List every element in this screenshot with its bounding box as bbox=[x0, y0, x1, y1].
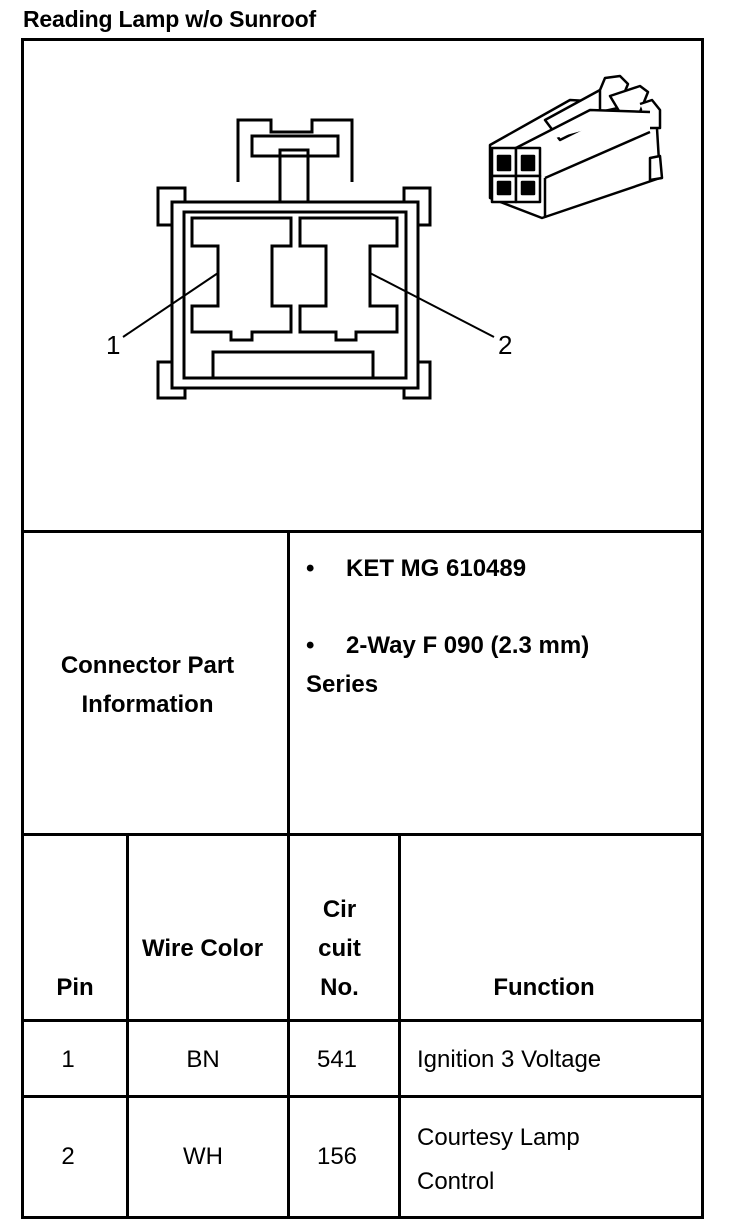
row-2-wire-color: WH bbox=[183, 1143, 223, 1170]
row-1-wire-color: BN bbox=[186, 1046, 220, 1073]
row-1-pin: 1 bbox=[61, 1046, 75, 1073]
row-1-circuit: 541 bbox=[316, 1046, 358, 1073]
connector-face bbox=[156, 118, 432, 400]
connector-frame bbox=[21, 38, 704, 1219]
bullet-2: • bbox=[306, 632, 315, 659]
divider-header bbox=[21, 1019, 704, 1022]
header-function: Function bbox=[493, 974, 595, 1001]
divider-diagram bbox=[21, 530, 704, 533]
pin-2-callout: 2 bbox=[498, 330, 513, 360]
divider-col-2 bbox=[287, 833, 290, 1219]
page-title: Reading Lamp w/o Sunroof bbox=[23, 6, 316, 32]
header-circuit: Cir cuit No. bbox=[318, 896, 361, 1001]
header-pin: Pin bbox=[56, 974, 94, 1001]
row-2-function: Courtesy Lamp Control bbox=[417, 1124, 580, 1195]
pin-1-callout: 1 bbox=[106, 330, 121, 360]
part-number: KET MG 610489 bbox=[346, 555, 527, 582]
divider-col-1 bbox=[126, 833, 129, 1219]
header-wire-color: Wire Color bbox=[141, 935, 264, 962]
connector-series: 2-Way F 090 (2.3 mm) Series bbox=[306, 632, 590, 698]
divider-part-info-col bbox=[287, 530, 290, 836]
row-2-circuit: 156 bbox=[316, 1143, 358, 1170]
row-1-function: Ignition 3 Voltage bbox=[417, 1046, 602, 1073]
divider-col-3 bbox=[398, 833, 401, 1219]
row-2-pin: 2 bbox=[61, 1143, 75, 1170]
divider-row-1 bbox=[21, 1095, 704, 1098]
bullet-1: • bbox=[306, 555, 315, 582]
pin-leaders bbox=[122, 272, 495, 338]
divider-part-info bbox=[21, 833, 704, 836]
part-info-label: Connector Part Information bbox=[60, 652, 235, 718]
connector-3d-view bbox=[488, 74, 664, 220]
